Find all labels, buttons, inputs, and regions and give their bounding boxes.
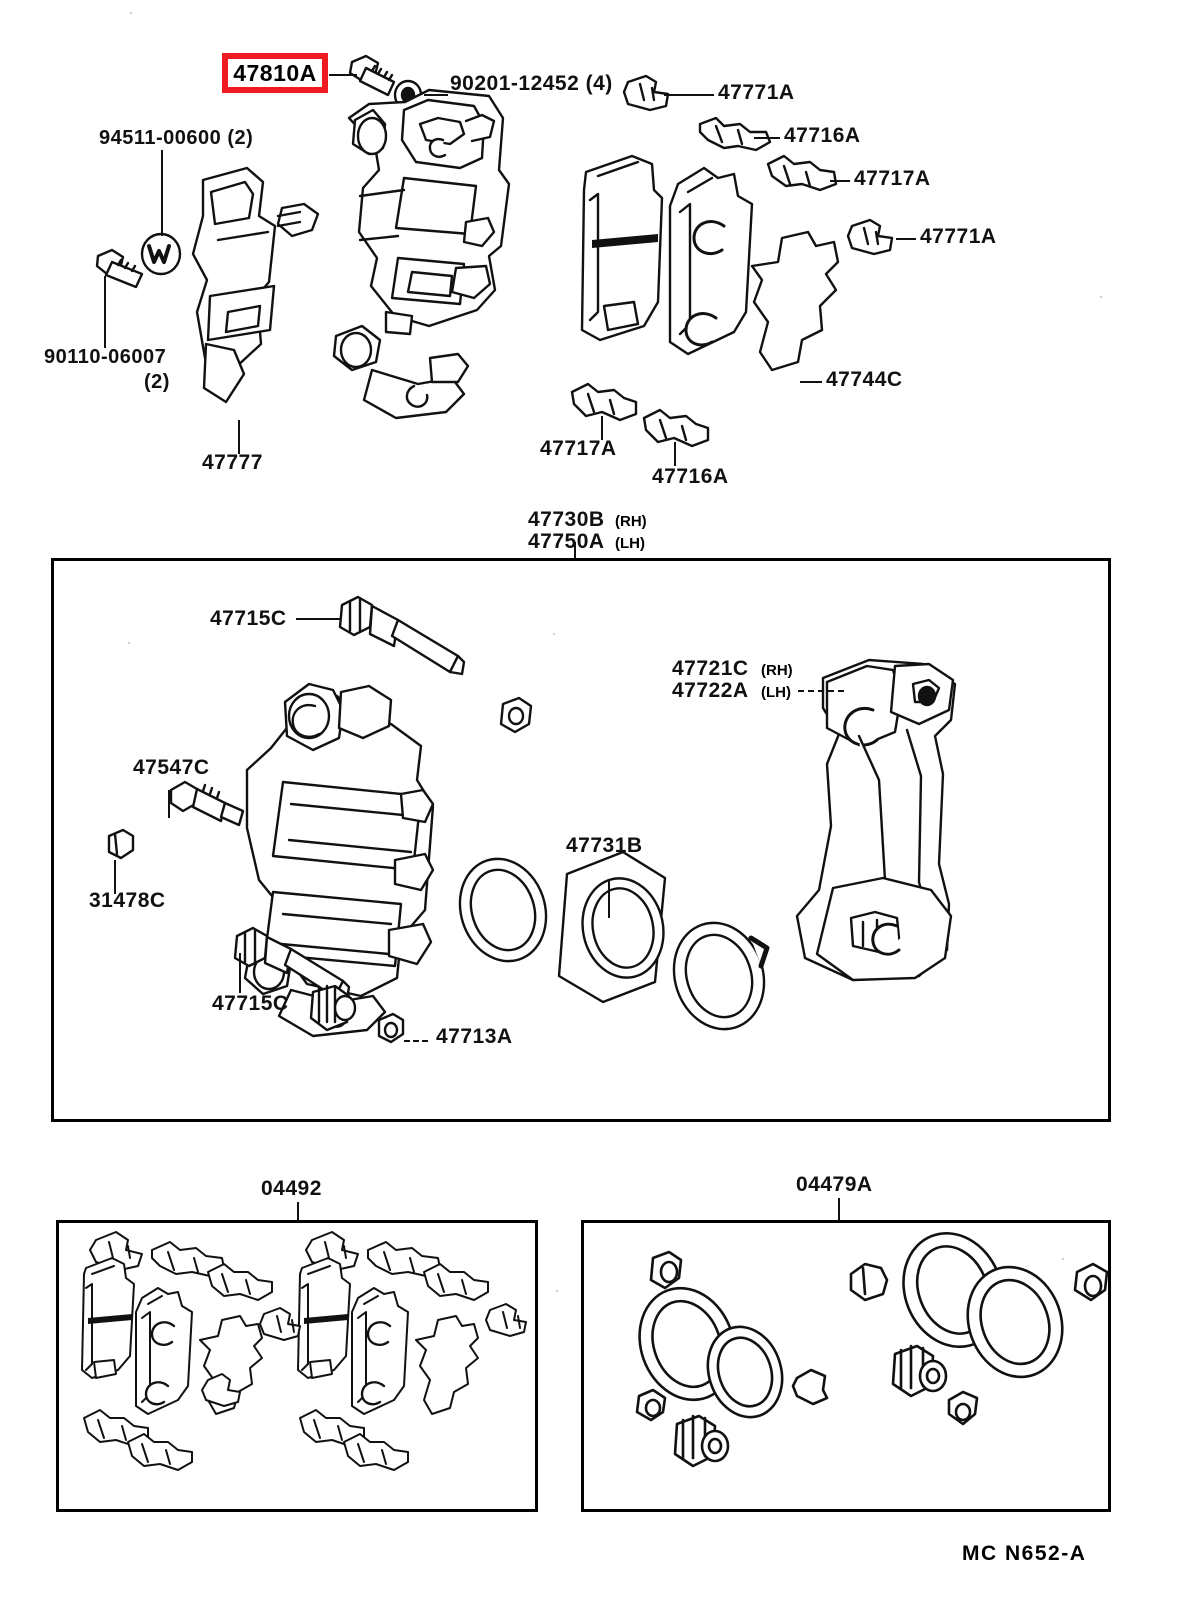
highlighted-part-label: 47810A xyxy=(233,59,317,86)
leader-47771a-top xyxy=(664,94,714,96)
assembly-lh-suffix: (LH) xyxy=(615,535,646,552)
leader-47717a-top xyxy=(830,180,850,182)
seal-kit-panel xyxy=(581,1220,1111,1512)
bracket-code-lh: 47722A (LH) xyxy=(672,679,792,703)
bracket-rh-suffix: (RH) xyxy=(761,662,793,679)
label-47771a-right: 47771A xyxy=(920,225,997,248)
top-assembly-artwork xyxy=(0,0,1187,540)
leader-pad-kit xyxy=(297,1202,299,1220)
assembly-lh-number: 47750A xyxy=(528,530,605,553)
leader-94511 xyxy=(161,150,163,236)
scan-speckle xyxy=(553,633,555,635)
leader-47810a xyxy=(329,74,357,76)
assembly-rh-number: 47730B xyxy=(528,508,605,531)
leader-47744c xyxy=(800,381,822,383)
label-47716a-top: 47716A xyxy=(784,124,861,147)
label-47715c-top: 47715C xyxy=(210,607,287,630)
leader-assembly xyxy=(574,542,576,560)
leader-31478c xyxy=(114,860,116,894)
label-pad-kit: 04492 xyxy=(261,1177,322,1200)
label-90110-06007-qty: (2) xyxy=(144,371,170,393)
label-47547c: 47547C xyxy=(133,756,210,779)
diagram-code-footer: MC N652-A xyxy=(962,1542,1087,1565)
label-47717a-top: 47717A xyxy=(854,167,931,190)
label-47731b: 47731B xyxy=(566,834,643,857)
leader-47713a xyxy=(404,1040,428,1042)
leader-47716a-bot xyxy=(674,442,676,466)
label-94511-00600: 94511-00600 (2) xyxy=(99,127,254,149)
pad-kit-artwork xyxy=(56,1220,538,1512)
leader-47547c xyxy=(168,790,170,818)
bracket-code-rh: 47721C (RH) xyxy=(672,657,793,681)
scan-speckle xyxy=(128,642,130,644)
bracket-lh-number: 47722A xyxy=(672,679,749,702)
scan-speckle xyxy=(130,12,132,14)
leader-47716a-top xyxy=(754,137,780,139)
seal-kit-artwork xyxy=(581,1220,1111,1512)
caliper-detail-panel xyxy=(51,558,1111,1122)
bracket-rh-number: 47721C xyxy=(672,657,749,680)
label-31478c: 31478C xyxy=(89,889,166,912)
leader-90110 xyxy=(104,276,106,348)
label-47744c: 47744C xyxy=(826,368,903,391)
label-47717a-bottom: 47717A xyxy=(540,437,617,460)
scan-speckle xyxy=(1100,296,1102,298)
leader-47731b xyxy=(608,880,610,918)
leader-90201 xyxy=(424,94,448,96)
label-90201-12452: 90201-12452 (4) xyxy=(450,72,613,95)
highlighted-part-box[interactable]: 47810A xyxy=(222,53,328,93)
scan-speckle xyxy=(1062,1258,1064,1260)
leader-seal-kit xyxy=(838,1198,840,1220)
assembly-code-rh: 47730B (RH) xyxy=(528,508,647,532)
label-47713a: 47713A xyxy=(436,1025,513,1048)
label-90110-06007: 90110-06007 xyxy=(44,346,167,368)
scan-speckle xyxy=(556,1290,558,1292)
label-47715c-bottom: 47715C xyxy=(212,992,289,1015)
bracket-lh-suffix: (LH) xyxy=(761,684,792,701)
leader-47777 xyxy=(238,420,240,454)
label-47777: 47777 xyxy=(202,451,263,474)
assembly-rh-suffix: (RH) xyxy=(615,513,647,530)
leader-47715c-bottom xyxy=(239,953,241,993)
assembly-code-lh: 47750A (LH) xyxy=(528,530,646,554)
leader-bracket xyxy=(798,690,844,692)
pad-kit-panel xyxy=(56,1220,538,1512)
leader-47771a-right xyxy=(896,238,916,240)
label-47771a-top: 47771A xyxy=(718,81,795,104)
label-47716a-bottom: 47716A xyxy=(652,465,729,488)
leader-47715c-top xyxy=(296,618,340,620)
caliper-detail-artwork xyxy=(51,558,1111,1122)
label-seal-kit: 04479A xyxy=(796,1173,873,1196)
leader-47717a-bot xyxy=(601,416,603,440)
